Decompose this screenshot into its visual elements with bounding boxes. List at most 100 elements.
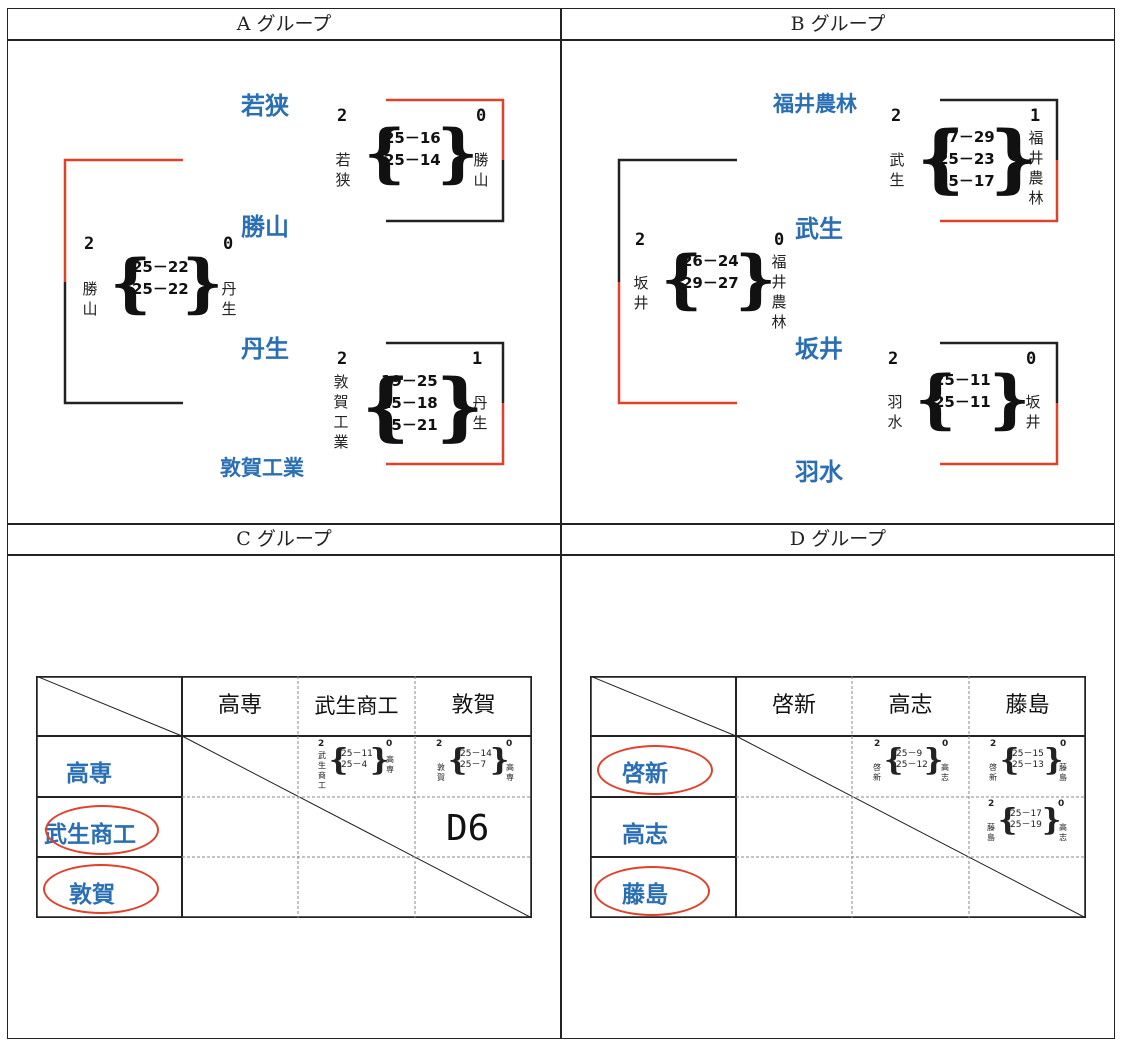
group-c-title: C グループ xyxy=(236,528,332,550)
set-score: 25－11 xyxy=(934,371,991,389)
match-right-team: 福井農林 xyxy=(771,253,787,331)
match-left-score: 2 xyxy=(337,106,348,126)
match-left-team: 敦賀工業 xyxy=(333,373,349,451)
group-a-team-1: 若狭 xyxy=(241,92,289,120)
group-a-team-3: 丹生 xyxy=(241,335,289,363)
set-score: 19－25 xyxy=(381,372,438,390)
set-score: 25－11 xyxy=(341,749,373,759)
match-left-score: 2 xyxy=(635,230,646,250)
set-score: 25－22 xyxy=(132,258,189,276)
set-score: 25－4 xyxy=(341,760,368,770)
mini-left-team: 啓新 xyxy=(873,763,881,782)
set-score: 25－18 xyxy=(381,394,438,412)
mini-right-score: 0 xyxy=(1058,799,1065,809)
mini-right-team: 高専 xyxy=(386,755,394,774)
winner-circle-d-1 xyxy=(597,745,713,795)
left-brace: { xyxy=(915,362,957,437)
match-left-team: 坂井 xyxy=(633,274,649,312)
group-d-title: D グループ xyxy=(789,528,887,550)
right-brace: } xyxy=(1042,803,1062,838)
group-c-row-header: 高専 xyxy=(66,761,112,787)
set-score: 25－17 xyxy=(938,172,995,190)
group-d-col-header: 高志 xyxy=(888,693,933,718)
set-score: 25－14 xyxy=(384,151,441,169)
group-b-team-4: 羽水 xyxy=(795,458,843,486)
group-b-team-2: 武生 xyxy=(795,215,843,243)
left-brace: { xyxy=(329,743,349,778)
right-brace: } xyxy=(490,743,510,778)
right-brace: } xyxy=(436,364,484,450)
winner-circle-c-2 xyxy=(43,864,159,914)
mini-left-score: 2 xyxy=(988,799,995,809)
group-d-result-2-3: 2 0 藤島 高志 { } 25－17 25－19 xyxy=(986,799,1076,855)
match-left-team: 武生 xyxy=(889,151,905,189)
mini-right-team: 藤島 xyxy=(1059,763,1067,782)
match-right-score: 1 xyxy=(1030,106,1041,126)
group-b-team-3: 坂井 xyxy=(795,335,843,363)
right-brace: } xyxy=(924,743,944,778)
group-c-col-header: 敦賀 xyxy=(451,693,496,718)
set-score: 25－12 xyxy=(896,760,928,770)
right-brace: } xyxy=(437,116,479,191)
group-c-diagonals xyxy=(36,676,532,918)
left-brace: { xyxy=(110,246,152,321)
right-brace: } xyxy=(1044,743,1064,778)
mini-left-score: 2 xyxy=(318,739,325,749)
match-left-score: 2 xyxy=(84,234,95,254)
mini-left-team: 敦賀 xyxy=(437,763,445,782)
set-score: 25－23 xyxy=(938,150,995,168)
group-d-result-1-2: 2 0 啓新 高志 { } 25－9 25－12 xyxy=(872,739,962,795)
mini-right-score: 0 xyxy=(942,739,949,749)
header-divider-bottom xyxy=(7,554,1115,556)
right-brace: } xyxy=(990,116,1038,202)
match-right-score: 0 xyxy=(1026,349,1037,369)
header-divider-top xyxy=(7,39,1115,41)
left-brace: { xyxy=(998,803,1018,838)
mini-left-team: 啓新 xyxy=(989,763,997,782)
match-right-score: 0 xyxy=(774,230,785,250)
match-right-team: 丹生 xyxy=(221,280,237,318)
group-a-team-4: 敦賀工業 xyxy=(220,456,304,480)
set-score: 25－7 xyxy=(460,760,487,770)
set-score: 29－27 xyxy=(682,274,739,292)
set-score: 25－21 xyxy=(381,416,438,434)
right-brace: } xyxy=(989,362,1031,437)
left-brace: { xyxy=(448,743,468,778)
right-brace: } xyxy=(735,242,777,317)
group-b-team-1: 福井農林 xyxy=(773,92,857,116)
left-brace: { xyxy=(1000,743,1020,778)
winner-circle-c-1 xyxy=(45,805,159,855)
group-c-col-header: 高専 xyxy=(217,693,262,718)
set-score: 25－22 xyxy=(132,280,189,298)
match-left-score: 2 xyxy=(891,106,902,126)
group-a-title: A グループ xyxy=(236,13,332,35)
group-d-col-header: 啓新 xyxy=(771,693,816,718)
row-divider xyxy=(7,523,1115,525)
mini-right-score: 0 xyxy=(386,739,393,749)
match-right-score: 0 xyxy=(476,106,487,126)
left-brace: { xyxy=(917,116,965,202)
match-right-team: 勝山 xyxy=(473,151,489,189)
group-a-team-2: 勝山 xyxy=(241,213,289,241)
group-d-col-header: 藤島 xyxy=(1005,693,1050,718)
match-left-score: 2 xyxy=(888,349,899,369)
match-left-team: 羽水 xyxy=(887,393,903,431)
set-score: 25－17 xyxy=(1010,809,1042,819)
mini-left-score: 2 xyxy=(874,739,881,749)
set-score: 25－19 xyxy=(1010,820,1042,830)
match-left-team: 若狭 xyxy=(335,151,351,189)
mini-left-team: 藤島 xyxy=(987,823,995,842)
set-score: 25－14 xyxy=(460,749,492,759)
set-score: 25－11 xyxy=(934,393,991,411)
set-score: 25－9 xyxy=(896,749,923,759)
right-brace: } xyxy=(182,246,224,321)
left-brace: { xyxy=(362,364,410,450)
match-left-score: 2 xyxy=(337,349,348,369)
mini-right-team: 高志 xyxy=(1059,823,1067,842)
match-right-team: 丹生 xyxy=(472,394,488,432)
group-d-row-header: 高志 xyxy=(622,822,668,848)
group-c-result-2-3: D6 xyxy=(446,808,490,849)
group-b-title: B グループ xyxy=(790,13,886,35)
match-right-score: 0 xyxy=(223,234,234,254)
